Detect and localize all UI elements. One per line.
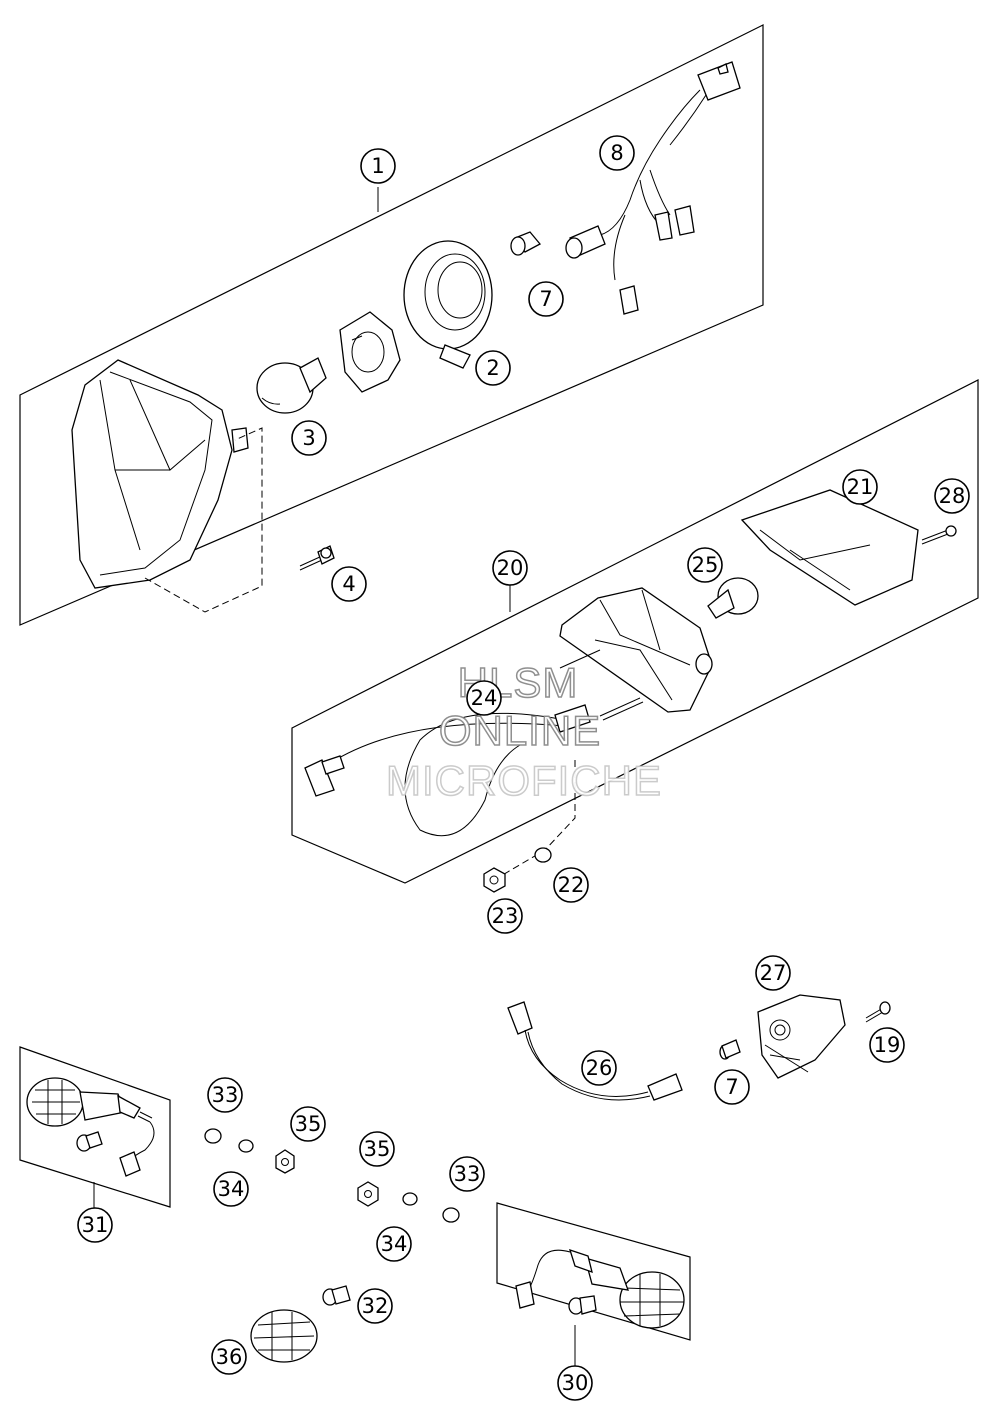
lock-washer-34-right — [402, 1192, 418, 1206]
licence-light-bulb — [719, 1039, 741, 1060]
callout-30: 30 — [557, 1365, 593, 1401]
rubber-boot — [403, 240, 493, 369]
callout-2-label: 2 — [486, 356, 499, 380]
callout-4-label: 4 — [342, 572, 355, 596]
callout-20: 20 — [492, 550, 528, 586]
tail-light-cable — [304, 704, 591, 837]
licence-light-screw — [865, 1001, 891, 1023]
callout-33a-label: 33 — [212, 1083, 239, 1107]
tail-light-assembly-group — [291, 379, 979, 893]
lock-washer-34-left — [238, 1139, 254, 1153]
callout-22: 22 — [553, 867, 589, 903]
callout-3-label: 3 — [302, 426, 315, 450]
callout-34-left: 34 — [213, 1171, 249, 1207]
callout-32-label: 32 — [362, 1294, 389, 1318]
callout-33-left: 33 — [207, 1077, 243, 1113]
watermark: HLSM ONLINE MICROFICHE — [385, 658, 662, 805]
bulb-holder-ring — [339, 311, 401, 393]
callout-23-label: 23 — [492, 904, 519, 928]
left-turn-signal-group — [19, 1046, 171, 1210]
callout-7a-label: 7 — [539, 287, 552, 311]
headlight-assembly-group — [19, 24, 764, 626]
assembly-line-4 — [144, 427, 263, 613]
callout-22-label: 22 — [558, 873, 585, 897]
callout-27-label: 27 — [760, 961, 787, 985]
tail-light-housing — [559, 587, 713, 713]
callout-19: 19 — [869, 1027, 905, 1063]
callout-35a-label: 35 — [295, 1112, 322, 1136]
tail-light-studs — [559, 649, 644, 721]
callout-2: 2 — [475, 350, 511, 386]
washer-33-right — [442, 1207, 460, 1223]
callout-4: 4 — [331, 566, 367, 602]
tail-light-washer — [534, 847, 552, 863]
callout-27: 27 — [755, 955, 791, 991]
callout-25-label: 25 — [692, 553, 719, 577]
callout-28: 28 — [934, 478, 970, 514]
right-turn-signal-group — [496, 1202, 691, 1370]
callout-labels: 1 2 3 4 7 8 20 21 22 23 24 25 28 27 19 2… — [77, 135, 970, 1401]
turn-signal-lens-36 — [250, 1309, 318, 1363]
turn-signal-fasteners — [204, 1128, 460, 1223]
turn-signal-bulb-32 — [322, 1285, 351, 1306]
headlight-bulb — [256, 357, 327, 414]
callout-21: 21 — [842, 469, 878, 505]
callout-33b-label: 33 — [454, 1162, 481, 1186]
right-turn-signal — [515, 1248, 685, 1329]
callout-24: 24 — [466, 680, 502, 716]
callout-8-label: 8 — [610, 141, 623, 165]
licence-plate-light — [757, 994, 846, 1079]
washer-33-left — [204, 1128, 222, 1144]
licence-light-cable — [507, 1001, 683, 1101]
callout-7-licence: 7 — [714, 1069, 750, 1105]
callout-34a-label: 34 — [218, 1177, 245, 1201]
callout-31: 31 — [77, 1207, 113, 1243]
callout-34-right: 34 — [376, 1226, 412, 1262]
callout-31-label: 31 — [82, 1213, 109, 1237]
tail-light-nut — [483, 867, 506, 893]
parking-bulb — [510, 231, 542, 256]
callout-1-label: 1 — [371, 154, 384, 178]
callout-25: 25 — [687, 547, 723, 583]
callout-33-right: 33 — [449, 1156, 485, 1192]
tail-light-lens — [740, 489, 919, 606]
callout-23: 23 — [487, 898, 523, 934]
headlight-mask — [71, 359, 249, 589]
callout-21-label: 21 — [847, 475, 874, 499]
callout-26: 26 — [581, 1050, 617, 1086]
left-turn-signal-panel — [19, 1046, 171, 1208]
callout-35b-label: 35 — [364, 1137, 391, 1161]
callout-1: 1 — [360, 148, 396, 184]
callout-19-label: 19 — [874, 1033, 901, 1057]
callout-36-label: 36 — [216, 1345, 243, 1369]
headlight-bolt — [299, 545, 335, 571]
callout-30-label: 30 — [562, 1371, 589, 1395]
callout-26-label: 26 — [586, 1056, 613, 1080]
callout-35-left: 35 — [290, 1106, 326, 1142]
watermark-line-3: MICROFICHE — [386, 757, 662, 804]
callout-3: 3 — [291, 420, 327, 456]
watermark-line-2: ONLINE — [439, 707, 601, 754]
callout-35-right: 35 — [359, 1131, 395, 1167]
callout-34b-label: 34 — [381, 1232, 408, 1256]
licence-plate-light-group — [507, 994, 891, 1101]
assembly-line-22-23 — [493, 760, 576, 881]
callout-36: 36 — [211, 1339, 247, 1375]
callout-32: 32 — [357, 1288, 393, 1324]
nut-35-right — [357, 1181, 379, 1207]
lens-screw — [921, 525, 957, 545]
tail-light-bulb — [707, 577, 759, 619]
headlight-wiring-harness — [565, 61, 741, 315]
callout-8: 8 — [599, 135, 635, 171]
callout-24-label: 24 — [471, 686, 498, 710]
callout-7-headlight: 7 — [528, 281, 564, 317]
callout-28-label: 28 — [939, 484, 966, 508]
callout-20-label: 20 — [497, 556, 524, 580]
left-turn-signal — [26, 1077, 155, 1177]
nut-35-left — [275, 1149, 295, 1174]
callout-7b-label: 7 — [725, 1075, 738, 1099]
